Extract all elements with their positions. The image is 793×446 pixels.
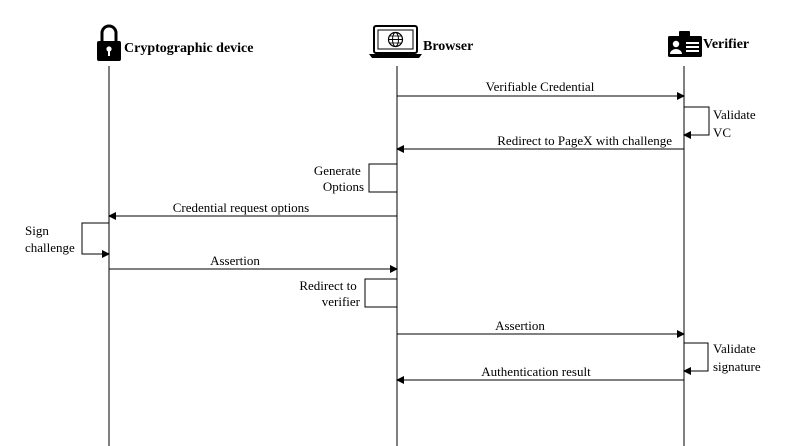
actor-device: Cryptographic device [97,24,253,61]
message-label: Authentication result [481,364,591,379]
note-line: challenge [25,240,75,255]
message-label: Verifiable Credential [486,79,595,94]
laptop-globe-icon [369,25,422,58]
message-4: Assertion [109,253,398,273]
note-line: signature [713,359,761,374]
message-label: Assertion [495,318,545,333]
note-line: Generate [314,163,361,178]
message-5: Assertion [397,318,685,338]
padlock-icon [97,24,121,61]
note-line: Redirect to [299,278,356,293]
self-note-generate-options: Generate Options [314,163,398,194]
self-note-redirect-to-verifier: Redirect to verifier [299,278,398,309]
message-label: Redirect to PageX with challenge [497,133,672,148]
actor-device-label: Cryptographic device [124,41,253,56]
svg-text:Sign challenge: Sign challenge [25,223,75,255]
id-card-icon [668,31,702,57]
svg-text:Redirect to verifier: Redirect to verifier [299,278,360,309]
note-line: Options [323,179,364,194]
note-line: Validate [713,107,756,122]
self-note-sign-challenge: Sign challenge [25,222,110,258]
svg-text:Generate Options: Generate Options [314,163,364,194]
note-line: VC [713,125,731,140]
actor-browser-label: Browser [423,39,473,54]
svg-text:Validate signature: Validate signature [713,341,761,374]
message-label: Credential request options [173,200,309,215]
message-6: Authentication result [396,364,684,384]
message-2: Redirect to PageX with challenge [396,133,684,153]
svg-text:Validate VC: Validate VC [713,107,759,140]
actor-browser: Browser [369,25,473,58]
note-line: Sign [25,223,49,238]
note-line: verifier [322,294,361,309]
actor-verifier: Verifier [668,31,749,57]
self-note-validate-signature: Validate signature [683,341,761,375]
self-note-validate-vc: Validate VC [683,106,759,140]
message-label: Assertion [210,253,260,268]
actor-verifier-label: Verifier [703,37,749,52]
note-line: Validate [713,341,756,356]
message-3: Credential request options [108,200,397,220]
message-1: Verifiable Credential [397,79,685,100]
